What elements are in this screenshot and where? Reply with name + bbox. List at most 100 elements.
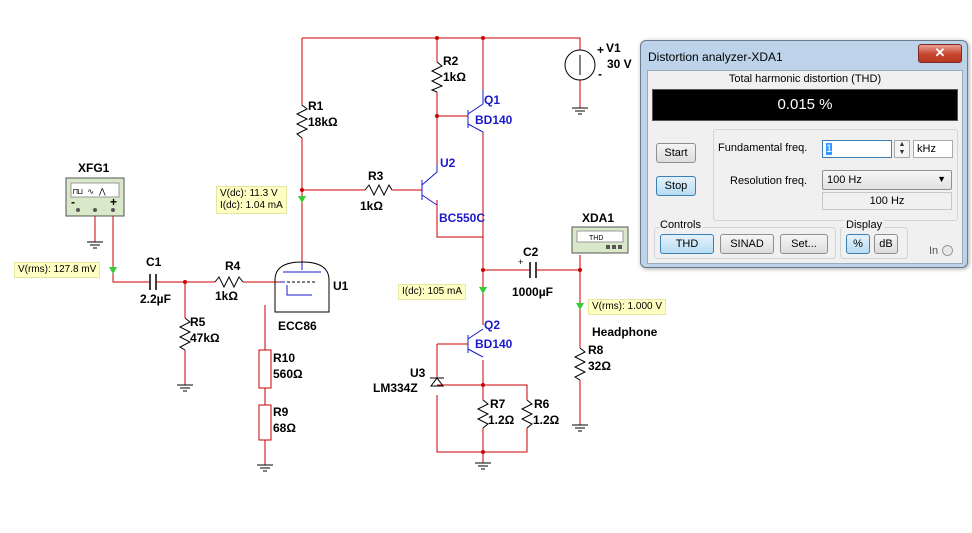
q1-label: Q1 [484, 93, 500, 107]
q1-part: BD140 [475, 113, 513, 127]
u1-part: ECC86 [278, 319, 317, 333]
fundamental-freq-label: Fundamental freq. [718, 142, 808, 154]
r2-label: R2 [443, 54, 459, 68]
chevron-down-icon: ▼ [937, 174, 946, 184]
resolution-freq-value: 100 Hz [827, 174, 862, 186]
fundamental-freq-input[interactable]: 1 [822, 140, 892, 158]
q2-part: BD140 [475, 337, 513, 351]
controls-group-label: Controls [658, 219, 703, 231]
u3-current-source [430, 377, 444, 387]
distortion-analyzer-window[interactable]: Distortion analyzer-XDA1 ✕ Total harmoni… [640, 40, 968, 268]
r7-value: 1.2Ω [488, 413, 515, 427]
freq-spinner[interactable]: ▲ ▼ [894, 140, 910, 158]
thd-heading: Total harmonic distortion (THD) [728, 73, 882, 85]
r3-value: 1kΩ [360, 199, 383, 213]
r3-resistor [364, 183, 393, 197]
r9-label: R9 [273, 405, 289, 419]
xda1-instrument [571, 226, 629, 254]
ecc86-tube [274, 261, 330, 313]
r1-value: 18kΩ [308, 115, 338, 129]
r10-value: 560Ω [273, 367, 303, 381]
grid-probe-vdc: V(dc): 11.3 V [220, 188, 278, 199]
r4-value: 1kΩ [215, 289, 238, 303]
controls-group [654, 227, 836, 259]
resolution-freq-select[interactable]: 100 Hz ▼ [822, 170, 952, 190]
xda1-screen-text: THD [589, 235, 603, 242]
r10-label: R10 [273, 351, 295, 365]
svg-text:+: + [518, 257, 523, 267]
c1-label: C1 [146, 255, 162, 269]
xda1-label: XDA1 [582, 211, 614, 225]
xfg1-function-generator: ⊓⊔ ∿ ⋀ [65, 177, 125, 217]
v1-value: 30 V [607, 57, 632, 71]
in-label: In [929, 245, 939, 257]
xfg1-label: XFG1 [78, 161, 110, 175]
r6-value: 1.2Ω [533, 413, 560, 427]
u3-label: U3 [410, 366, 426, 380]
resolution-freq-readout: 100 Hz [822, 192, 952, 210]
c1-value: 2.2µF [140, 292, 171, 306]
v1-plus: + [597, 43, 604, 57]
output-probe: V(rms): 1.000 V [588, 299, 667, 315]
set-button[interactable]: Set... [780, 234, 828, 254]
r1-resistor [295, 104, 309, 139]
headphone-label: Headphone [592, 325, 658, 339]
r5-value: 47kΩ [190, 331, 220, 345]
r4-resistor [214, 275, 244, 289]
r9-resistor [258, 404, 272, 441]
grid-probe-idc: I(dc): 1.04 mA [220, 200, 283, 211]
input-probe: V(rms): 127.8 mV [14, 262, 101, 278]
r3-label: R3 [368, 169, 384, 183]
r6-resistor [520, 399, 534, 429]
q1-transistor [467, 90, 484, 133]
freq-unit-field[interactable]: kHz [913, 140, 953, 158]
fundamental-freq-value: 1 [826, 143, 833, 155]
thd-button[interactable]: THD [660, 234, 714, 254]
sinad-button[interactable]: SINAD [720, 234, 774, 254]
q2-transistor [467, 328, 484, 358]
r8-label: R8 [588, 343, 604, 357]
u3-part: LM334Z [373, 381, 418, 395]
resolution-freq-label: Resolution freq. [730, 175, 808, 187]
window-title: Distortion analyzer-XDA1 [648, 50, 783, 64]
xfg1-plus: + [110, 195, 117, 209]
r5-label: R5 [190, 315, 206, 329]
in-indicator-icon [942, 245, 953, 256]
display-group-label: Display [844, 219, 885, 231]
analyzer-client-area: Total harmonic distortion (THD) 0.015 % … [647, 70, 963, 264]
r6-label: R6 [534, 397, 550, 411]
current-probe: I(dc): 105 mA [398, 284, 467, 300]
r2-value: 1kΩ [443, 70, 466, 84]
r7-label: R7 [490, 397, 506, 411]
u2-transistor [421, 165, 438, 206]
r7-resistor [476, 399, 490, 429]
xfg1-minus: - [71, 195, 75, 209]
u2-part: BC550C [439, 211, 485, 225]
db-button[interactable]: dB [874, 234, 898, 254]
ground-symbols [87, 107, 588, 472]
svg-text:⊓⊔ ∿ ⋀: ⊓⊔ ∿ ⋀ [73, 188, 106, 197]
spin-up-icon[interactable]: ▲ [898, 141, 906, 148]
c2-value: 1000µF [512, 285, 553, 299]
r2-resistor [430, 61, 444, 93]
r5-resistor [178, 317, 192, 351]
percent-button[interactable]: % [846, 234, 870, 254]
r8-value: 32Ω [588, 359, 611, 373]
power-rail-wire [302, 37, 581, 50]
settings-panel [713, 129, 958, 221]
close-button[interactable]: ✕ [918, 44, 962, 63]
u1-label: U1 [333, 279, 349, 293]
u2-label: U2 [440, 156, 456, 170]
c2-label: C2 [523, 245, 539, 259]
grid-probe: V(dc): 11.3 V I(dc): 1.04 mA [216, 186, 287, 214]
spin-down-icon[interactable]: ▼ [898, 149, 906, 156]
thd-readout: 0.015 % [652, 89, 958, 121]
r10-resistor [258, 349, 272, 389]
window-titlebar[interactable]: Distortion analyzer-XDA1 ✕ [641, 41, 967, 69]
v1-minus: - [598, 67, 602, 81]
start-button[interactable]: Start [656, 143, 696, 163]
r1-label: R1 [308, 99, 324, 113]
r8-resistor [573, 347, 587, 381]
stop-button[interactable]: Stop [656, 176, 696, 196]
